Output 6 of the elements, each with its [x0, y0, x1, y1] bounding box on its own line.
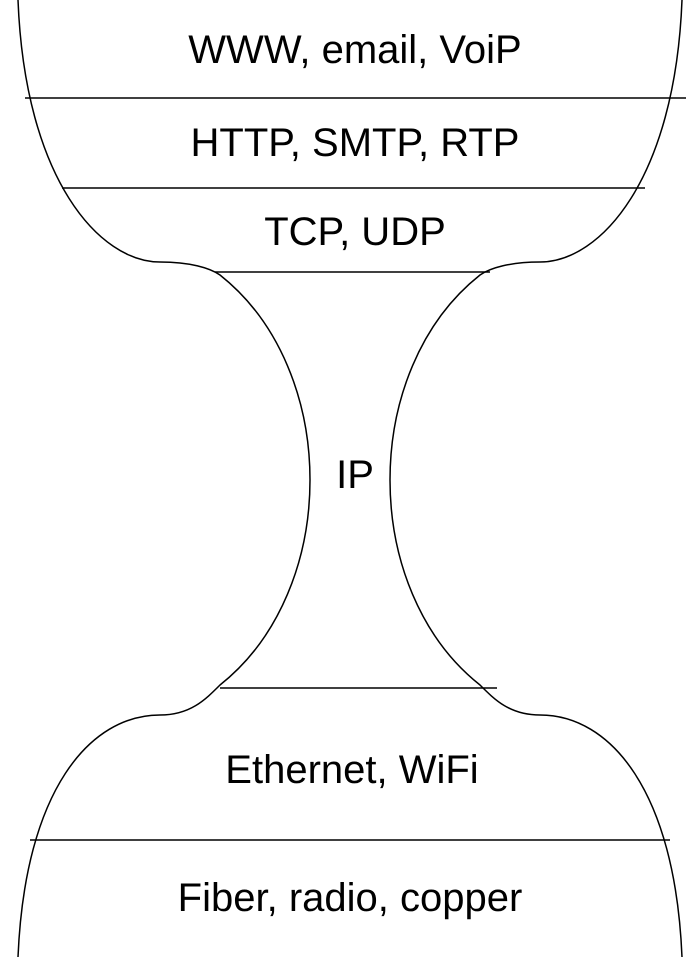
layer-label: WWW, email, VoiP	[188, 27, 522, 73]
layer-label: HTTP, SMTP, RTP	[190, 120, 520, 166]
layer-label: TCP, UDP	[264, 209, 446, 255]
layer-label: IP	[336, 452, 374, 498]
layer-label: Ethernet, WiFi	[225, 747, 479, 793]
layer-label: Fiber, radio, copper	[178, 875, 522, 921]
